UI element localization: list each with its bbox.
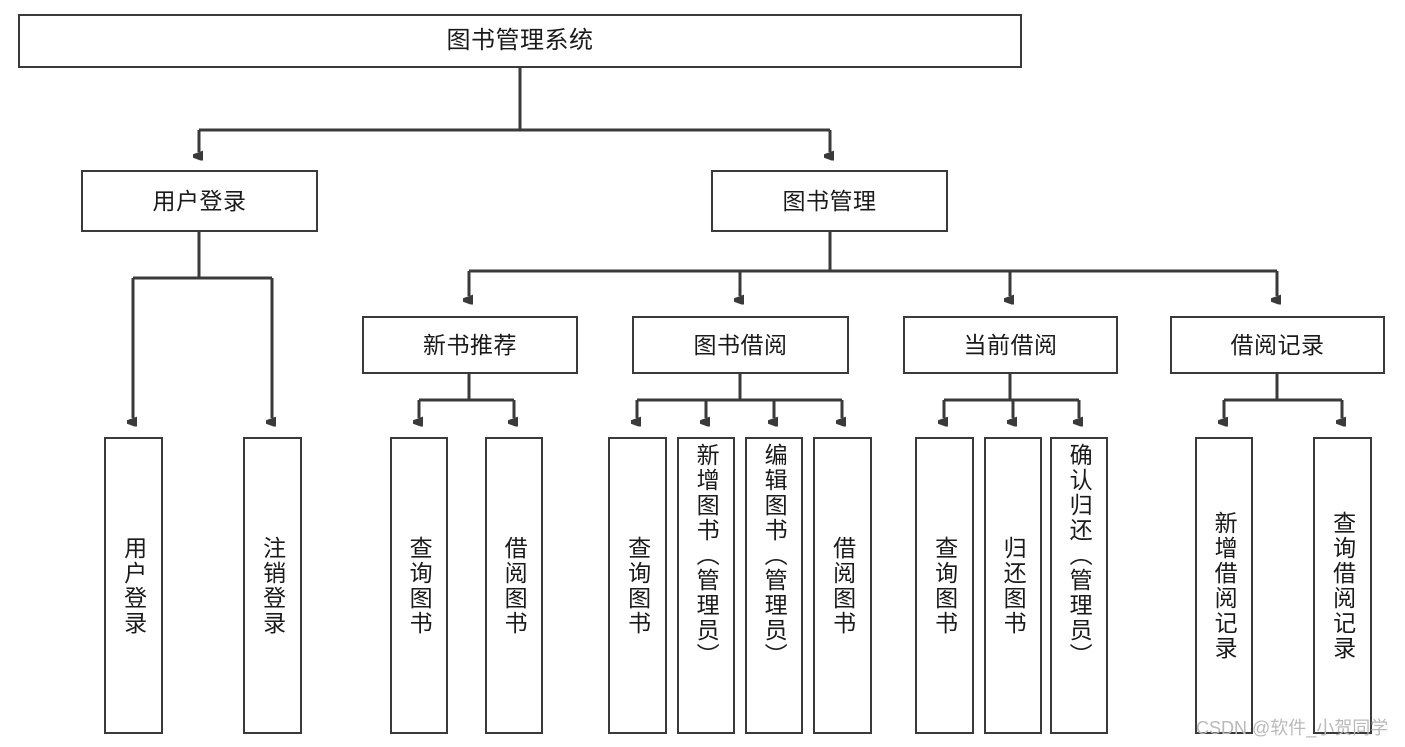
node-leaf-return-book[interactable]: 归还图书	[984, 437, 1042, 734]
node-new-book-rec[interactable]: 新书推荐	[362, 316, 578, 374]
node-leaf-borrow-book-2[interactable]: 借阅图书	[813, 437, 872, 734]
node-current-borrow-label: 当前借阅	[963, 331, 1058, 358]
node-leaf-user-logout-label: 注销登录	[259, 535, 286, 636]
node-leaf-borrow-book-1-label: 借阅图书	[501, 535, 528, 636]
node-book-manage[interactable]: 图书管理	[711, 170, 948, 232]
node-leaf-user-login[interactable]: 用户登录	[104, 437, 163, 734]
node-leaf-edit-book[interactable]: 编辑图书（管理员）	[745, 437, 803, 734]
node-leaf-query-book-1-label: 查询图书	[406, 535, 433, 636]
node-leaf-query-book-3[interactable]: 查询图书	[915, 437, 974, 734]
node-leaf-borrow-book-1[interactable]: 借阅图书	[485, 437, 543, 734]
watermark: CSDN @软件_小贺同学	[1196, 718, 1389, 738]
node-leaf-query-record[interactable]: 查询借阅记录	[1313, 437, 1372, 734]
node-leaf-borrow-book-2-label: 借阅图书	[829, 535, 856, 636]
node-current-borrow[interactable]: 当前借阅	[903, 316, 1118, 374]
node-leaf-user-login-label: 用户登录	[120, 535, 147, 636]
node-borrow-record[interactable]: 借阅记录	[1170, 316, 1385, 374]
node-user-login-label: 用户登录	[152, 187, 247, 214]
node-leaf-return-book-label: 归还图书	[1000, 535, 1027, 636]
node-root[interactable]: 图书管理系统	[18, 14, 1022, 68]
node-leaf-confirm-return[interactable]: 确认归还（管理员）	[1050, 437, 1108, 734]
node-new-book-rec-label: 新书推荐	[423, 331, 517, 358]
node-leaf-add-record[interactable]: 新增借阅记录	[1195, 437, 1253, 734]
node-leaf-query-book-1[interactable]: 查询图书	[390, 437, 448, 734]
node-leaf-query-record-label: 查询借阅记录	[1329, 510, 1356, 661]
node-leaf-query-book-2-label: 查询图书	[624, 535, 651, 636]
node-leaf-edit-book-label: 编辑图书（管理员）	[761, 443, 788, 668]
node-leaf-add-book[interactable]: 新增图书（管理员）	[677, 437, 735, 734]
node-leaf-query-book-2[interactable]: 查询图书	[608, 437, 667, 734]
node-leaf-query-book-3-label: 查询图书	[931, 535, 958, 636]
node-borrow-record-label: 借阅记录	[1230, 331, 1325, 358]
node-leaf-add-book-label: 新增图书（管理员）	[693, 443, 720, 668]
node-leaf-user-logout[interactable]: 注销登录	[243, 437, 302, 734]
node-leaf-confirm-return-label: 确认归还（管理员）	[1066, 443, 1093, 668]
node-root-label: 图书管理系统	[446, 27, 594, 55]
node-leaf-add-record-label: 新增借阅记录	[1211, 510, 1238, 661]
node-book-borrow[interactable]: 图书借阅	[632, 316, 849, 374]
node-book-borrow-label: 图书借阅	[693, 331, 788, 358]
node-user-login[interactable]: 用户登录	[81, 170, 318, 232]
node-book-manage-label: 图书管理	[782, 187, 877, 214]
